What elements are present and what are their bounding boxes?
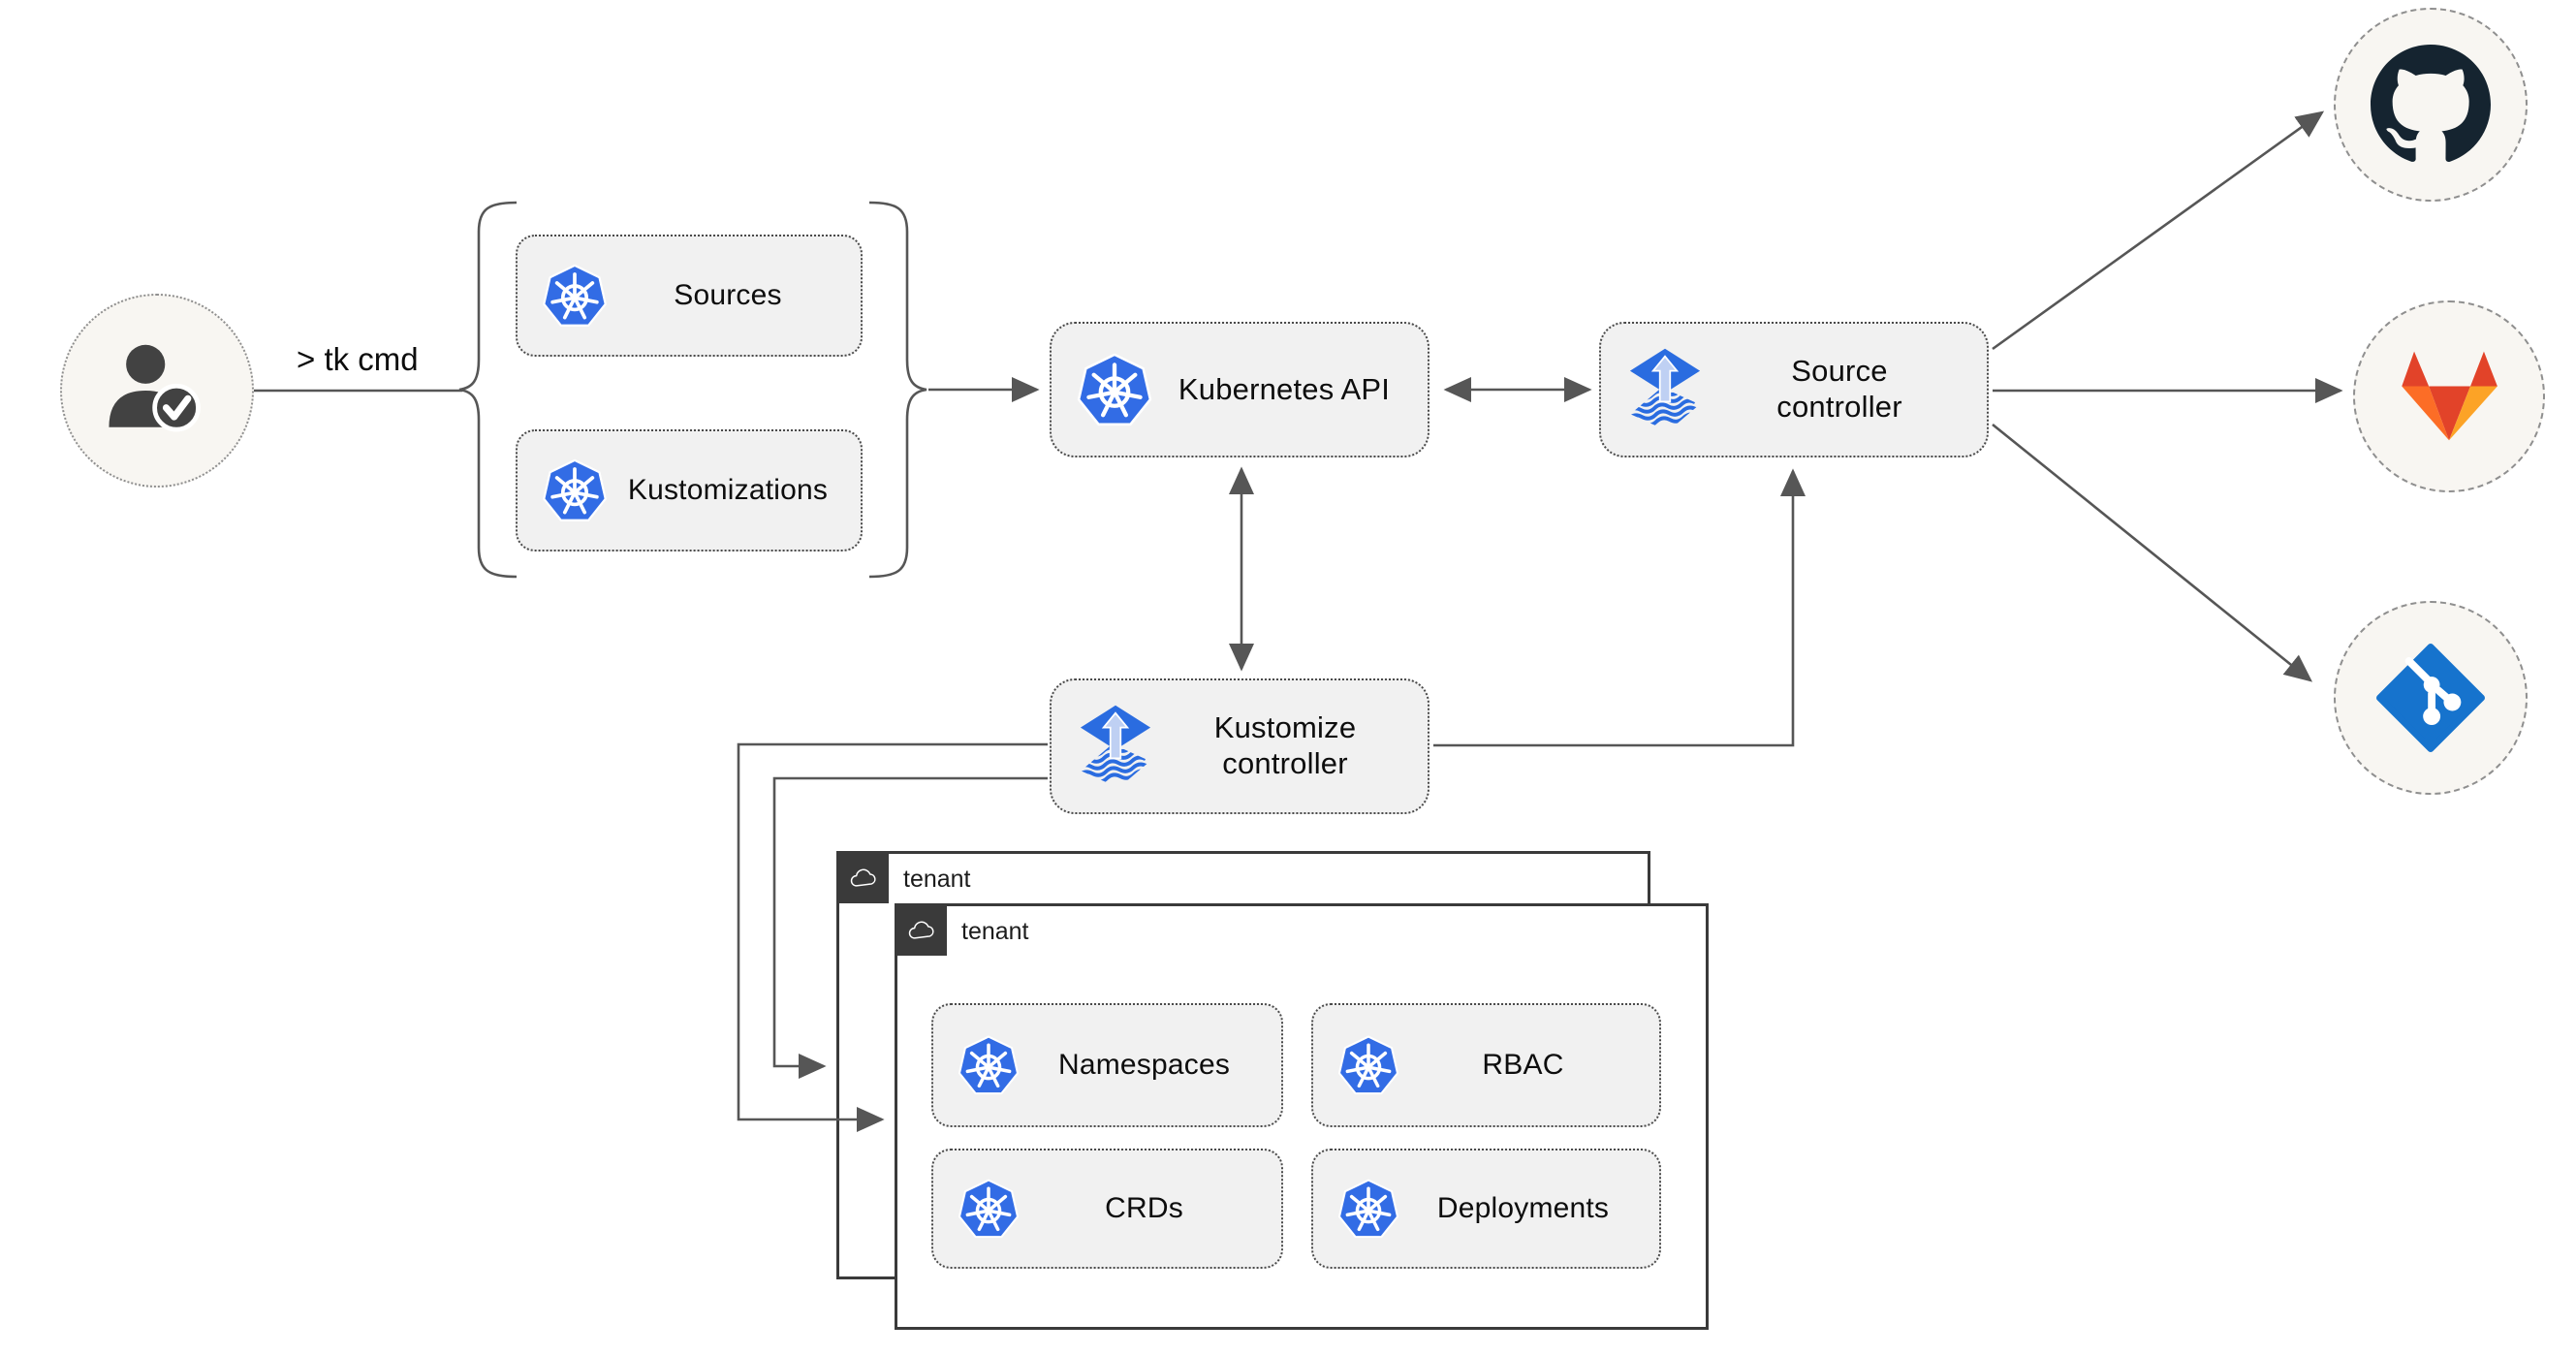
tenant-outer-label: tenant (903, 866, 971, 893)
crds-node: CRDs (931, 1149, 1283, 1269)
kubernetes-icon (539, 455, 611, 526)
kustomizations-node: Kustomizations (516, 429, 863, 551)
kubernetes-api-label: Kubernetes API (1178, 371, 1391, 406)
sources-node: Sources (516, 235, 863, 357)
crds-label: CRDs (1105, 1192, 1183, 1225)
rbac-node: RBAC (1311, 1003, 1661, 1127)
flux-icon (1622, 347, 1708, 432)
group-brace-right (868, 201, 927, 579)
tenant-tab (896, 905, 947, 956)
kubernetes-api-node: Kubernetes API (1050, 322, 1429, 457)
gitlab-endpoint (2353, 300, 2545, 492)
tenant-inner-container: tenant Namespaces (895, 903, 1709, 1330)
kubernetes-icon (1335, 1175, 1402, 1243)
user-check-icon (100, 333, 214, 448)
edge-source-to-git (1992, 423, 2313, 682)
user-avatar (60, 294, 254, 488)
tenant-tab (838, 853, 889, 903)
kustomize-controller-label: Kustomize controller (1213, 710, 1357, 780)
rbac-label: RBAC (1482, 1049, 1564, 1082)
source-controller-label: Source controller (1776, 354, 1902, 424)
github-endpoint (2334, 8, 2528, 202)
edge-source-to-github (1992, 110, 2325, 351)
git-icon (2376, 644, 2485, 752)
namespaces-node: Namespaces (931, 1003, 1283, 1127)
source-controller-node: Source controller (1599, 322, 1989, 457)
kubernetes-icon (955, 1031, 1022, 1099)
sources-label: Sources (674, 279, 782, 312)
cloud-icon (847, 867, 880, 891)
kustomizations-label: Kustomizations (627, 474, 829, 507)
kubernetes-icon (1073, 348, 1156, 431)
group-brace-left (458, 201, 518, 579)
kubernetes-icon (539, 260, 611, 331)
flux-icon (1073, 704, 1158, 789)
git-endpoint (2334, 601, 2528, 795)
kubernetes-icon (955, 1175, 1022, 1243)
gitlab-icon (2393, 345, 2505, 448)
namespaces-label: Namespaces (1057, 1049, 1231, 1082)
deployments-node: Deployments (1311, 1149, 1661, 1269)
kubernetes-icon (1335, 1031, 1402, 1099)
deployments-label: Deployments (1436, 1192, 1610, 1225)
kustomize-controller-node: Kustomize controller (1050, 678, 1429, 814)
tk-command-label: > tk cmd (297, 341, 419, 377)
tenant-inner-label: tenant (961, 918, 1029, 945)
github-icon (2371, 45, 2491, 165)
cloud-icon (905, 919, 938, 943)
edge-kustomize-to-source (1433, 468, 1806, 747)
